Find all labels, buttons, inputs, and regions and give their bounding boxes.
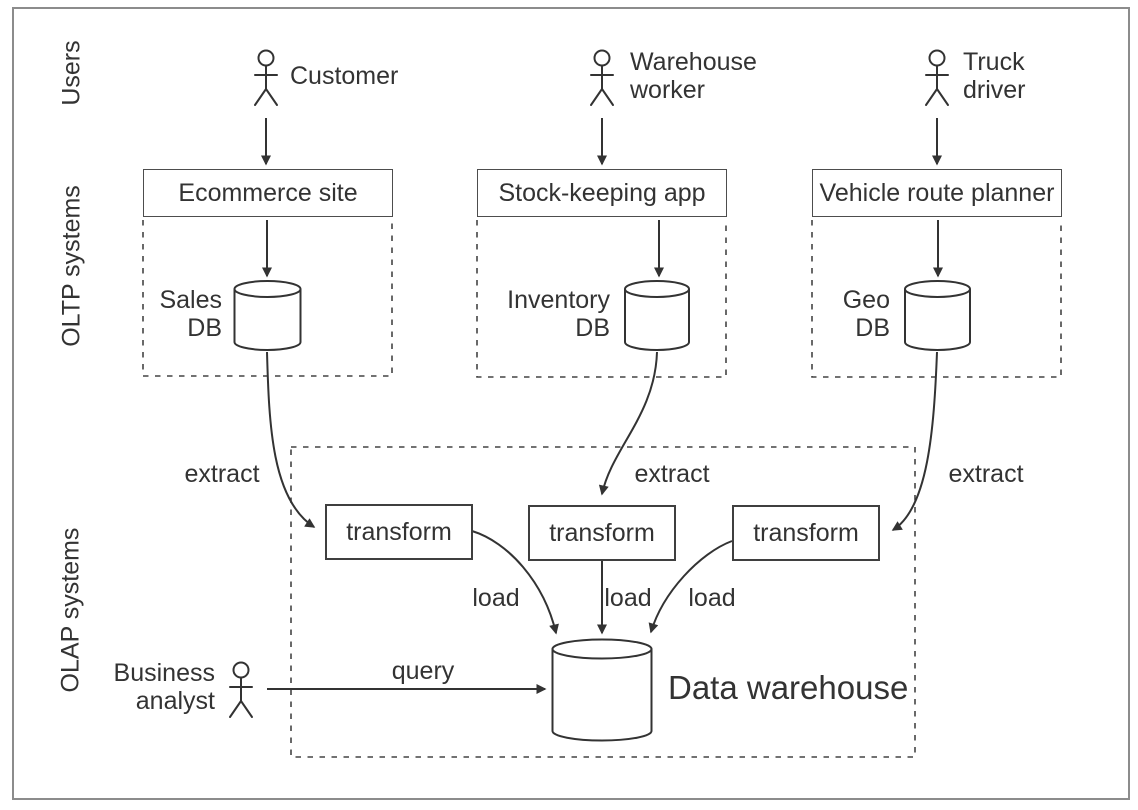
ecommerce-site-box: Ecommerce site: [143, 169, 393, 217]
lane-label-olap-systems: OLAP systems: [56, 527, 85, 693]
sales-db-cylinder: [233, 280, 302, 351]
business-analyst-label: Business analyst: [113, 659, 215, 715]
vehicle-route-planner-box: Vehicle route planner: [812, 169, 1062, 217]
query-label: query: [391, 657, 455, 685]
load-label-2: load: [604, 584, 652, 612]
transform-label-2: transform: [549, 518, 655, 547]
transform-label-3: transform: [753, 518, 859, 547]
olap-dashed-box: [290, 446, 916, 758]
truck-driver-label: Truck driver: [963, 48, 1026, 104]
customer-label: Customer: [290, 62, 399, 90]
ecommerce-site-label: Ecommerce site: [178, 178, 358, 207]
geo-db-label: Geo DB: [842, 286, 890, 342]
warehouse-worker-label: Warehouse worker: [630, 48, 757, 104]
load-label-3: load: [688, 584, 736, 612]
transform-box-1: transform: [325, 504, 473, 560]
arrow-load-1: [471, 530, 559, 635]
load-label-1: load: [472, 584, 520, 612]
stock-keeping-app-box: Stock-keeping app: [477, 169, 727, 217]
extract-label-1: extract: [184, 460, 260, 488]
vehicle-route-planner-label: Vehicle route planner: [819, 178, 1055, 207]
inventory-db-cylinder: [624, 280, 690, 351]
arrow-extract-sales: [266, 351, 316, 528]
arrow-extract-inventory: [598, 351, 658, 496]
oltp-dashed-box-inventory: [476, 220, 727, 378]
extract-label-2: extract: [634, 460, 710, 488]
lane-label-oltp-systems: OLTP systems: [57, 185, 86, 347]
transform-box-3: transform: [732, 505, 880, 561]
lane-label-users: Users: [57, 40, 86, 106]
transform-box-2: transform: [528, 505, 676, 561]
customer-figure: [254, 49, 278, 106]
business-analyst-figure: [229, 661, 253, 718]
inventory-db-label: Inventory DB: [507, 286, 610, 342]
transform-label-1: transform: [346, 517, 452, 546]
truck-driver-figure: [925, 49, 949, 106]
warehouse-worker-figure: [590, 49, 614, 106]
extract-label-3: extract: [948, 460, 1024, 488]
geo-db-cylinder: [904, 280, 971, 351]
data-warehouse-cylinder: [551, 638, 653, 742]
sales-db-label: Sales DB: [159, 286, 222, 342]
data-warehouse-label: Data warehouse: [668, 669, 909, 706]
arrow-load-3: [648, 540, 733, 634]
arrow-extract-geo: [891, 351, 938, 531]
stock-keeping-app-label: Stock-keeping app: [498, 178, 706, 207]
